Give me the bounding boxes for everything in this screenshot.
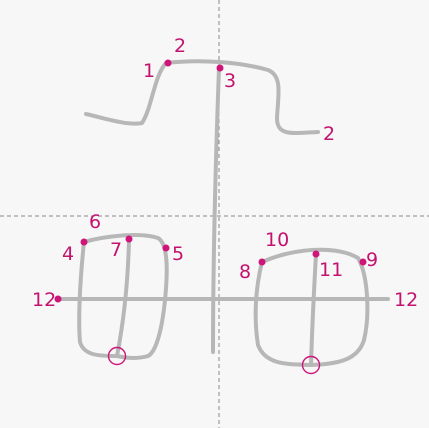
label-12-left: 12: [32, 289, 56, 311]
end-point-ring-right: [301, 355, 321, 375]
stroke-right-box-top-right: [260, 247, 370, 367]
label-9: 9: [366, 249, 378, 271]
start-point-3: [216, 64, 224, 72]
label-2-top: 2: [174, 35, 186, 57]
label-11: 11: [319, 259, 343, 281]
label-2-right: 2: [323, 123, 335, 145]
label-6: 6: [89, 211, 101, 233]
stroke-right-box-inner-vertical: [309, 252, 318, 367]
label-10: 10: [265, 229, 289, 251]
start-point-8: [258, 258, 266, 266]
start-point-4: [80, 238, 88, 246]
label-1: 1: [143, 60, 155, 82]
stroke-left-box-left-side: [77, 240, 119, 358]
stroke-top-left-hook: [84, 61, 168, 126]
end-point-ring-left: [107, 346, 127, 366]
label-8: 8: [239, 261, 251, 283]
start-point-5: [162, 244, 170, 252]
start-point-12: [54, 295, 62, 303]
label-12-right: 12: [394, 289, 418, 311]
start-point-7: [125, 235, 133, 243]
label-3: 3: [224, 70, 236, 92]
stroke-center-vertical: [211, 66, 221, 354]
label-5: 5: [172, 243, 184, 265]
label-4: 4: [62, 243, 74, 265]
start-point-11: [312, 250, 320, 258]
label-7: 7: [110, 239, 122, 261]
start-point-9: [359, 258, 367, 266]
start-point-1: [164, 59, 172, 67]
stroke-top-roof: [164, 59, 320, 136]
stroke-right-box-left-side: [253, 260, 313, 367]
